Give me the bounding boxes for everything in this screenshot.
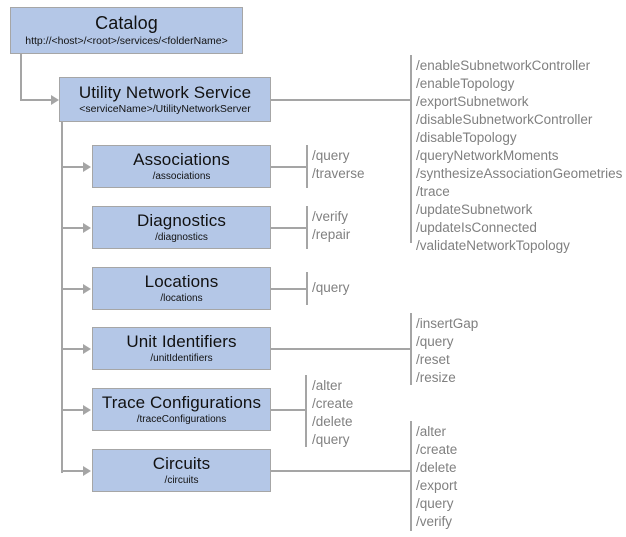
bracket-trace-configurations-operations xyxy=(305,375,307,447)
operations-list-locations: /query xyxy=(312,279,350,297)
arrow-service-to-associations xyxy=(83,162,91,172)
node-diagnostics-title: Diagnostics xyxy=(137,210,226,230)
arrow-service-to-trace-configurations xyxy=(83,405,91,415)
node-utility-network-service-path: <serviceName>/UtilityNetworkServer xyxy=(79,103,251,116)
bracket-diagnostics-operations xyxy=(306,206,308,249)
node-locations-title: Locations xyxy=(144,271,219,291)
operation-item: /delete xyxy=(416,460,457,475)
connector-service-spine xyxy=(61,122,63,473)
operation-item: /validateNetworkTopology xyxy=(416,238,570,253)
arrow-service-to-unit-identifiers xyxy=(83,344,91,354)
bracket-service-operations xyxy=(410,55,412,243)
connector-service-to-circuits xyxy=(61,470,84,472)
operation-item: /query xyxy=(312,148,350,163)
operation-item: /query xyxy=(416,496,454,511)
connector-service-to-unit-identifiers xyxy=(61,348,84,350)
node-unit-identifiers-title: Unit Identifiers xyxy=(126,331,237,351)
operations-list-service: /enableSubnetworkController/enableTopolo… xyxy=(416,57,622,255)
operation-item: /queryNetworkMoments xyxy=(416,148,559,163)
bracket-unit-identifiers-operations xyxy=(410,313,412,385)
operation-item: /create xyxy=(416,442,458,457)
node-unit-identifiers-path: /unitIdentifiers xyxy=(150,352,213,364)
operation-item: /insertGap xyxy=(416,316,479,331)
node-circuits-path: /circuits xyxy=(164,474,199,486)
connector-service-to-associations xyxy=(61,166,84,168)
operations-list-trace-configurations: /alter/create/delete/query xyxy=(312,377,353,449)
node-catalog-title: Catalog xyxy=(95,13,158,34)
node-utility-network-service[interactable]: Utility Network Service <serviceName>/Ut… xyxy=(59,77,271,122)
arrow-service-to-diagnostics xyxy=(83,223,91,233)
node-catalog[interactable]: Catalog http://<host>/<root>/services/<f… xyxy=(10,7,243,54)
bracket-locations-operations xyxy=(306,272,308,305)
operation-item: /synthesizeAssociationGeometries xyxy=(416,166,623,181)
operation-item: /alter xyxy=(416,424,447,439)
operation-item: /exportSubnetwork xyxy=(416,94,529,109)
bracket-circuits-operations xyxy=(410,421,412,531)
connector-associations-to-operations xyxy=(271,166,307,168)
bracket-associations-operations xyxy=(306,145,308,188)
operation-item: /query xyxy=(416,334,454,349)
operation-item: /disableTopology xyxy=(416,130,517,145)
operation-item: /reset xyxy=(416,352,450,367)
operation-item: /disableSubnetworkController xyxy=(416,112,593,127)
operation-item: /repair xyxy=(312,227,351,242)
operations-list-unit-identifiers: /insertGap/query/reset/resize xyxy=(416,315,478,387)
connector-locations-to-operations xyxy=(271,288,307,290)
node-unit-identifiers[interactable]: Unit Identifiers /unitIdentifiers xyxy=(92,327,271,370)
connector-circuits-to-operations xyxy=(271,470,411,472)
connector-service-to-trace-configurations xyxy=(61,409,84,411)
node-trace-configurations-path: /traceConfigurations xyxy=(136,413,227,425)
operation-item: /alter xyxy=(312,378,343,393)
operation-item: /create xyxy=(312,396,354,411)
operation-item: /resize xyxy=(416,370,456,385)
operation-item: /query xyxy=(312,432,350,447)
operation-item: /updateSubnetwork xyxy=(416,202,533,217)
node-associations-path: /associations xyxy=(152,170,211,182)
operation-item: /traverse xyxy=(312,166,365,181)
node-associations[interactable]: Associations /associations xyxy=(92,145,271,188)
operation-item: /updateIsConnected xyxy=(416,220,537,235)
node-trace-configurations[interactable]: Trace Configurations /traceConfiguration… xyxy=(92,388,271,431)
operation-item: /query xyxy=(312,280,350,295)
connector-unit-identifiers-to-operations xyxy=(271,348,411,350)
operations-list-circuits: /alter/create/delete/export/query/verify xyxy=(416,423,457,531)
node-locations-path: /locations xyxy=(160,292,203,304)
operation-item: /trace xyxy=(416,184,450,199)
node-circuits-title: Circuits xyxy=(152,453,211,473)
connector-service-to-locations xyxy=(61,288,84,290)
operation-item: /enableTopology xyxy=(416,76,515,91)
arrow-catalog-to-service xyxy=(51,95,59,105)
node-diagnostics[interactable]: Diagnostics /diagnostics xyxy=(92,206,271,249)
node-trace-configurations-title: Trace Configurations xyxy=(101,392,262,412)
node-circuits[interactable]: Circuits /circuits xyxy=(92,449,271,492)
operation-item: /verify xyxy=(312,209,349,224)
node-diagnostics-path: /diagnostics xyxy=(155,231,208,243)
connector-trace-configurations-to-operations xyxy=(271,409,306,411)
connector-catalog-vertical xyxy=(20,54,22,100)
node-utility-network-service-title: Utility Network Service xyxy=(78,82,252,102)
connector-service-to-operations xyxy=(271,99,411,101)
operations-list-diagnostics: /verify/repair xyxy=(312,208,350,244)
node-catalog-path: http://<host>/<root>/services/<folderNam… xyxy=(25,34,228,47)
connector-service-to-diagnostics xyxy=(61,227,84,229)
connector-catalog-horizontal xyxy=(20,99,52,101)
node-locations[interactable]: Locations /locations xyxy=(92,267,271,310)
connector-diagnostics-to-operations xyxy=(271,227,307,229)
arrow-service-to-circuits xyxy=(83,466,91,476)
operation-item: /verify xyxy=(416,514,453,529)
operation-item: /delete xyxy=(312,414,353,429)
arrow-service-to-locations xyxy=(83,284,91,294)
operation-item: /enableSubnetworkController xyxy=(416,58,591,73)
node-associations-title: Associations xyxy=(133,149,230,169)
operation-item: /export xyxy=(416,478,458,493)
operations-list-associations: /query/traverse xyxy=(312,147,365,183)
